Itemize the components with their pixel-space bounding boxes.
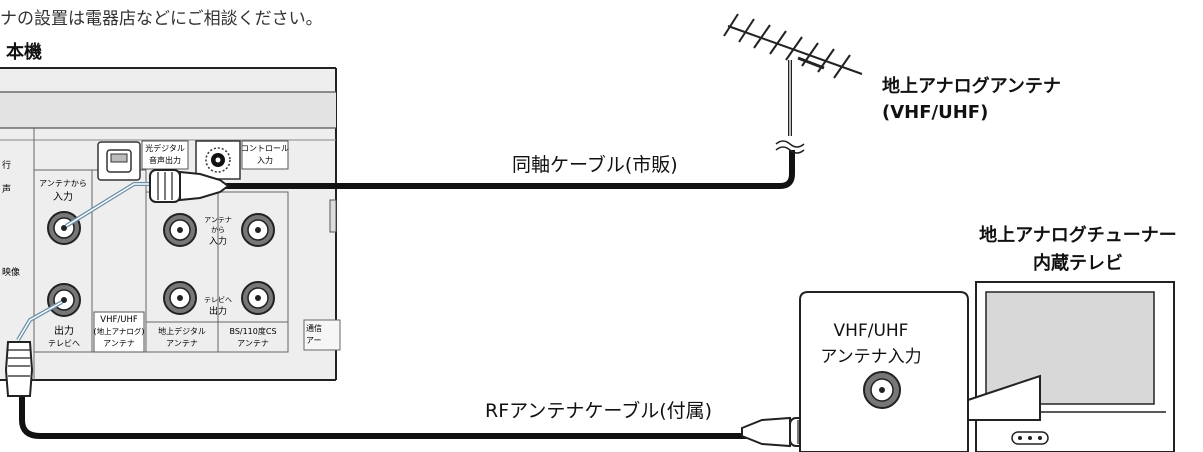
control-label-line1: コントロール — [241, 144, 289, 153]
optical-label-line1: 光デジタル — [145, 143, 185, 153]
analog-antenna-out-jack — [47, 283, 81, 317]
internal-wire-out — [16, 300, 63, 342]
optical-digital-out-port — [97, 141, 141, 181]
antenna-icon — [723, 13, 863, 154]
out-label-line2: テレビへ — [48, 339, 80, 348]
analog-antenna-in-jack — [47, 211, 81, 245]
ant-in-label-line1: アンテナから — [39, 179, 87, 188]
vhf-box-line1: VHF/UHF — [100, 315, 138, 325]
optical-label-line2: 音声出力 — [149, 155, 181, 165]
tv-label: 地上アナログチューナー 内蔵テレビ — [958, 222, 1198, 278]
dig-in-line1: アンテナ — [204, 216, 232, 224]
tv-label-line1: 地上アナログチューナー — [979, 225, 1177, 246]
coax-connector — [149, 169, 230, 203]
comm-label-line1: 通信 — [306, 323, 322, 333]
rf-connector-unit — [4, 341, 34, 397]
bs-antenna-out-jack — [241, 281, 275, 315]
antenna-label-line1: 地上アナログアンテナ — [882, 76, 1061, 97]
bs-antenna-in-jack — [241, 213, 275, 247]
top-note: ナの設置は電器店などにご相談ください。 — [0, 9, 323, 29]
unit-back-panel — [0, 67, 341, 381]
digital-antenna-out-jack — [163, 281, 197, 315]
left-edge-text-2: 声 — [2, 183, 11, 195]
tv-port-label-line2: アンテナ入力 — [820, 347, 922, 367]
digital-antenna-in-jack — [163, 213, 197, 247]
rf-cable — [19, 396, 760, 439]
unit-title: 本機 — [6, 42, 42, 63]
dig-out-line2: 出力 — [209, 305, 227, 317]
left-edge-text-3: 映像 — [2, 266, 20, 278]
antenna-label: 地上アナログアンテナ (VHF/UHF) — [882, 74, 1061, 126]
dig-in-line3: 入力 — [209, 235, 227, 247]
dig-label-line1: 地上デジタル — [158, 326, 206, 336]
tv-label-line2: 内蔵テレビ — [1033, 253, 1123, 274]
control-in-port — [195, 140, 241, 180]
bs-label-line1: BS/110度CS — [229, 326, 276, 336]
dig-out-line1: テレビへ — [204, 295, 232, 304]
vhf-box-line3: アンテナ — [103, 339, 135, 348]
tv-icon — [967, 281, 1175, 452]
bs-label-line2: アンテナ — [237, 339, 269, 348]
tv-antenna-in-jack — [863, 371, 901, 409]
vhf-box-line2: (地上アナログ) — [94, 326, 145, 336]
dig-in-line2: から — [211, 226, 225, 234]
antenna-label-line2: (VHF/UHF) — [882, 102, 989, 123]
comm-label-line2: アー — [306, 336, 322, 345]
control-label-line2: 入力 — [257, 155, 273, 165]
ant-in-label-line2: 入力 — [53, 190, 73, 203]
out-label-line1: 出力 — [54, 324, 74, 337]
coax-cable — [226, 150, 795, 189]
tv-port-label-line1: VHF/UHF — [833, 321, 909, 341]
left-edge-text-1: 行 — [2, 159, 11, 171]
dig-label-line2: アンテナ — [166, 339, 198, 348]
rf-cable-label: RFアンテナケーブル(付属) — [485, 400, 713, 422]
coax-cable-label: 同軸ケーブル(市販) — [512, 154, 678, 176]
tv-port-label: VHF/UHF アンテナ入力 — [796, 318, 946, 370]
